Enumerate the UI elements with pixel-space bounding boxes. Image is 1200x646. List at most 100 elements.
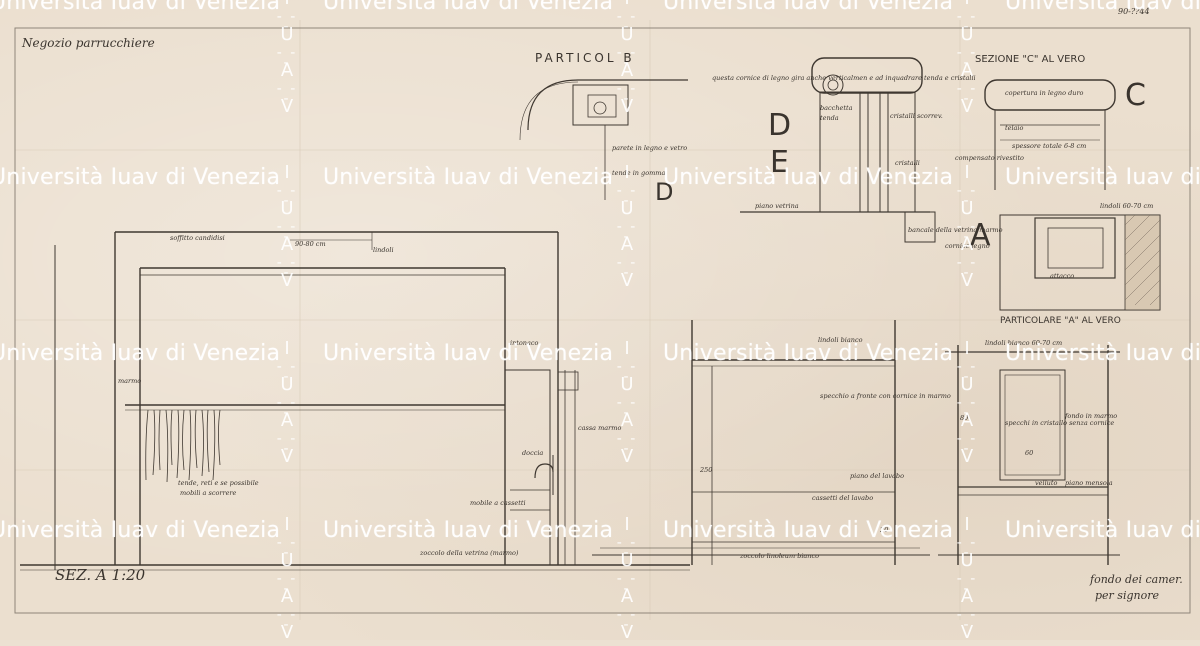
watermark-dash: - - - (616, 431, 638, 457)
corner-code: 90-??44 (1118, 7, 1150, 16)
watermark-text: Università Iuav di Venezia (663, 165, 954, 190)
letter-d-small: D (655, 178, 673, 206)
note-dim-20: 20 (879, 526, 888, 534)
watermark-dash: - - - (276, 395, 298, 421)
middle-elevation (592, 320, 930, 565)
watermark-letter: A (280, 60, 294, 81)
watermark-letter: A (960, 234, 974, 255)
detail-a-hatch (1124, 214, 1161, 306)
watermark-dash: - - - (956, 45, 978, 71)
watermark-letter: A (280, 410, 294, 431)
watermark-letter: A (620, 234, 634, 255)
note-cornice: cornice legno (945, 242, 990, 250)
note-tende: tende in gomma (612, 169, 665, 177)
watermark-letter: U (960, 374, 974, 395)
watermark-dash: - - - (276, 45, 298, 71)
note-dim-80: 80 (960, 414, 968, 422)
note-cassa-marmo: cassa marmo (578, 424, 621, 432)
watermark-letter: U (620, 550, 634, 571)
watermark-dash: - - - (956, 183, 978, 209)
letter-d: D (768, 108, 791, 143)
watermark-dash: - - - (616, 359, 638, 385)
watermark-letter: A (960, 586, 974, 607)
watermark-letter: U (280, 24, 294, 45)
note-fondo-marmo: fondo in marmo (1064, 412, 1117, 420)
note-cornice-legno: questa cornice di legno gira anche verti… (712, 74, 976, 82)
watermark-dash: - - - (616, 9, 638, 35)
note-specchio: specchio a fronte con cornice in marmo (820, 392, 951, 400)
watermark-iuav-column: I- - -U- - -A- - -V (610, 0, 644, 120)
watermark-letter: V (960, 622, 974, 643)
note-tenda: tenda (820, 114, 839, 122)
watermark-dash: - - - (276, 535, 298, 561)
note-lindoli-bianco2: lindoli bianco 60-70 cm (985, 339, 1062, 347)
watermark-letter: V (280, 622, 294, 643)
watermark-letter: U (960, 24, 974, 45)
watermark-letter: A (960, 410, 974, 431)
watermark-text: Università Iuav di Venezia (0, 165, 281, 190)
watermark-dash: - - - (956, 359, 978, 385)
note-lindoli-bianco: lindoli bianco (818, 336, 863, 344)
watermark-iuav-column: I- - -U- - -A- - -V (950, 336, 984, 470)
watermark-letter: I (284, 162, 290, 183)
watermark-letter: V (620, 622, 634, 643)
watermark-letter: I (624, 162, 630, 183)
watermark-letter: V (620, 96, 634, 117)
watermark-letter: I (624, 514, 630, 535)
note-doccia: doccia (522, 449, 543, 457)
watermark-text: Università Iuav di Venezia (0, 518, 281, 543)
section-a (20, 231, 690, 571)
grid-lines (15, 20, 1190, 620)
watermark-dash: - - - (276, 219, 298, 245)
note-tende-1: tende, reti e se possibile (178, 479, 259, 487)
note-lindoli: lindoli (373, 246, 394, 254)
note-piano-mensola: piano mensola (1065, 479, 1113, 487)
letter-a: A (970, 218, 991, 253)
watermark-text: Università Iuav di Venezia (1005, 0, 1200, 15)
detail-b (519, 79, 688, 200)
watermark-letter: U (960, 198, 974, 219)
watermark-dash: - - - (956, 535, 978, 561)
note-marmo: marmo (118, 377, 141, 385)
watermark-letter: I (964, 514, 970, 535)
note-dim-90: 90-80 cm (295, 240, 326, 248)
watermark-dash: - - - (616, 45, 638, 71)
note-copertura: copertura in legno duro (1005, 89, 1084, 97)
watermark-dash: - - - (276, 607, 298, 633)
watermark-letter: V (960, 96, 974, 117)
watermark-dash: - - - (956, 9, 978, 35)
watermark-dash: - - - (276, 359, 298, 385)
label-sezione-c: SEZIONE "C" AL VERO (975, 54, 1085, 65)
note-zoccolo: zoccolo della vetrina (marmo) (419, 549, 519, 557)
watermark-text: Università Iuav di Venezia (323, 165, 614, 190)
watermark-letter: I (270, 0, 304, 12)
label-particolare-a: PARTICOLARE "A" AL VERO (1000, 316, 1121, 326)
letter-c: C (1125, 78, 1146, 113)
watermark-letter: V (280, 446, 294, 467)
watermark-dash: - - - (956, 219, 978, 245)
watermark-letter: U (620, 198, 634, 219)
detail-c (984, 79, 1116, 190)
note-cristalli: cristalli (895, 159, 920, 167)
watermark-letter: U (280, 374, 294, 395)
watermark-dash: - - - (616, 571, 638, 597)
note-zoccolo2: zoccolo linoleum bianco (739, 552, 819, 560)
watermark-dash: - - - (616, 81, 638, 107)
note-spessore: spessore totale 6-8 cm (1012, 142, 1086, 150)
note-specchi: specchi in cristallo senza cornice (1005, 419, 1114, 427)
note-dim-60: 60 (1025, 449, 1033, 457)
watermark-letter: I (624, 338, 630, 359)
section-label: SEZ. A 1:20 (55, 566, 146, 584)
note-dim-250: 250 (699, 466, 712, 474)
watermark-letter: I (950, 0, 984, 12)
watermark-letter: U (620, 374, 634, 395)
note-tende-2: mobili a scorrere (180, 489, 237, 497)
detail-de (740, 57, 936, 243)
watermark-iuav-column: I- - -U- - -A- - -V (950, 160, 984, 294)
watermark-letter: V (280, 96, 294, 117)
watermark-iuav-column: I- - -U- - -A- - -V (610, 336, 644, 470)
watermark-text: Università Iuav di Venezia (663, 518, 954, 543)
watermark-text: Università Iuav di Venezia (0, 0, 281, 15)
watermark-dash: - - - (276, 571, 298, 597)
